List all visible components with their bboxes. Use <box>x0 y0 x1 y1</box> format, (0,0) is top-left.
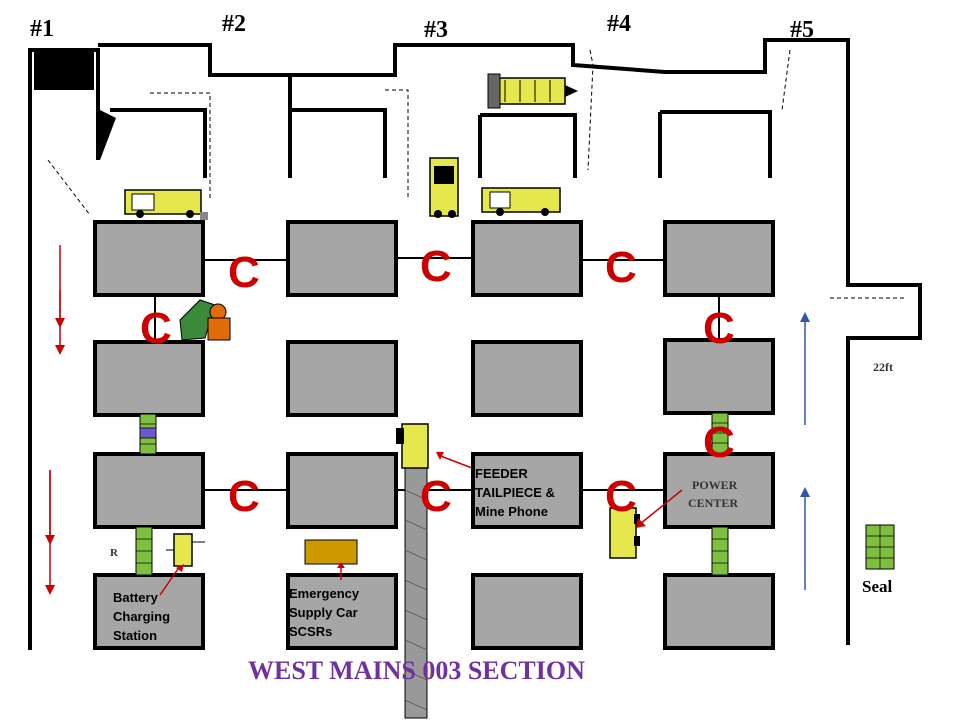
feeder-label: FEEDER <box>475 466 528 481</box>
pillar <box>663 573 775 650</box>
crosscut-marker: C <box>703 418 735 467</box>
emergency-supply-label: Emergency <box>289 586 360 601</box>
pillar <box>286 340 398 417</box>
emergency-supply-car-icon <box>304 539 358 565</box>
power-center-label: CENTER <box>688 496 738 510</box>
pillar <box>93 573 205 650</box>
curtain-lines <box>154 257 720 491</box>
section-title: WEST MAINS 003 SECTION <box>248 656 585 685</box>
return-airflow-arrows <box>800 312 810 590</box>
pillar <box>286 220 398 297</box>
emergency-supply-label: Supply Car <box>289 605 358 620</box>
roof-bolter-icon <box>429 157 459 218</box>
width-label: 22ft <box>873 360 893 374</box>
miner-person-icon <box>179 299 231 341</box>
pillar <box>471 340 583 417</box>
scoop-icon <box>481 187 561 216</box>
stoppings <box>135 412 895 576</box>
left-rib <box>28 48 116 650</box>
callout-arrows <box>159 454 683 596</box>
seal-label: Seal <box>862 577 893 596</box>
battery-station-label: Battery <box>113 590 159 605</box>
entry-label-2: #2 <box>222 11 246 37</box>
battery-station-label: Charging <box>113 609 170 624</box>
pillar <box>663 220 775 297</box>
entry-label-4: #4 <box>607 11 631 37</box>
emergency-supply-label: SCSRs <box>289 624 332 639</box>
intake-airflow-arrows <box>45 245 65 595</box>
battery-station-label: Station <box>113 628 157 643</box>
power-center-icon <box>609 507 640 559</box>
shuttle-car-icon <box>124 189 208 220</box>
power-center-label: POWER <box>692 478 738 492</box>
face-outline <box>47 38 922 645</box>
crosscut-marker: C <box>420 242 452 291</box>
pillar <box>93 340 205 417</box>
crosscut-marker: C <box>228 472 260 521</box>
pillars <box>93 220 775 650</box>
continuous-miner-icon <box>487 73 578 109</box>
crosscut-marker: C <box>605 243 637 292</box>
crosscut-markers: C C C C C C C C C <box>140 242 735 521</box>
pillar <box>471 220 583 297</box>
feeder-label: TAILPIECE & <box>475 485 555 500</box>
r-marker: R <box>110 547 119 559</box>
crosscut-marker: C <box>605 472 637 521</box>
entry-label-3: #3 <box>424 17 448 43</box>
pillar <box>286 452 398 529</box>
pillar <box>471 573 583 650</box>
pillar <box>93 220 205 297</box>
crosscut-marker: C <box>228 248 260 297</box>
belt-conveyor <box>396 423 429 719</box>
pillar <box>286 573 398 650</box>
crosscut-marker: C <box>420 472 452 521</box>
crosscut-marker: C <box>703 304 735 353</box>
pillar <box>93 452 205 529</box>
feeder-label: Mine Phone <box>475 504 548 519</box>
entry-label-1: #1 <box>30 16 54 42</box>
crosscut-marker: C <box>140 304 172 353</box>
battery-charger-icon <box>166 533 205 567</box>
feeder-icon <box>401 423 429 469</box>
